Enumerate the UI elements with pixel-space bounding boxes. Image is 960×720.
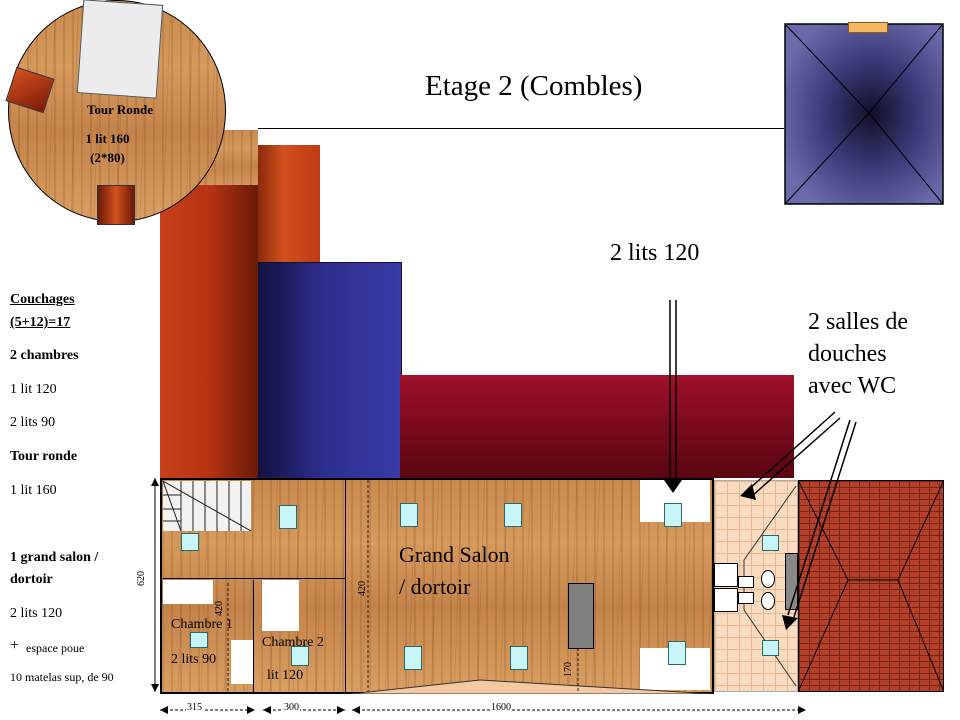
shower-2 xyxy=(714,588,738,612)
callout-bathrooms-line3: avec WC xyxy=(808,373,897,399)
legend-salon-title-1: 1 grand salon / xyxy=(10,550,99,565)
bottom-balcony xyxy=(350,678,714,694)
legend-tower-title: Tour ronde xyxy=(10,449,78,464)
dim-420-ch1: 420 xyxy=(214,601,225,616)
roof-orange-tall xyxy=(258,145,320,265)
bed-chambre2 xyxy=(262,580,299,631)
tower-label: Tour Ronde xyxy=(86,102,154,117)
legend-salon-title-2: dortoir xyxy=(10,572,53,587)
skylight-1 xyxy=(279,505,297,529)
legend-rooms-bed2: 2 lits 90 xyxy=(10,415,56,430)
skylight-2 xyxy=(400,503,418,527)
legend-rooms-title: 2 chambres xyxy=(10,348,79,363)
skylight-5 xyxy=(181,533,199,551)
label-grand-salon-2: / dortoir xyxy=(399,574,471,599)
toilet-2 xyxy=(761,592,775,610)
legend-mattress-note: 10 matelas sup, de 90 xyxy=(10,670,114,684)
legend-extra-plus: + xyxy=(10,637,20,654)
skylight-6 xyxy=(190,632,208,648)
toilet-1 xyxy=(761,570,775,588)
legend-extra-text: espace poue xyxy=(26,641,85,655)
callout-beds-120: 2 lits 120 xyxy=(610,240,700,266)
brick-roof xyxy=(798,480,944,692)
legend-heading-1: Couchages xyxy=(10,292,75,307)
legend-heading-2: (5+12)=17 xyxy=(10,315,71,330)
wall-chambre-divider xyxy=(253,580,254,692)
brick-roof-lines xyxy=(798,480,944,692)
pyramid-chimney xyxy=(848,22,888,33)
roof-red-block xyxy=(400,375,794,478)
legend-rooms-bed1: 1 lit 120 xyxy=(10,382,57,397)
skylight-4 xyxy=(664,503,682,527)
skylight-8 xyxy=(404,646,422,670)
bed-chambre1-b xyxy=(231,640,253,684)
dim-315: 315 xyxy=(186,702,203,713)
skylight-3 xyxy=(504,503,522,527)
wall-salon-divider xyxy=(345,480,346,692)
roof-blue-block xyxy=(258,262,402,480)
pyramid-roof xyxy=(784,23,944,205)
dim-170: 170 xyxy=(563,662,574,677)
legend-salon-beds: 2 lits 120 xyxy=(10,606,63,621)
label-chambre1: Chambre 1 xyxy=(171,617,233,632)
callout-bathrooms-line1: 2 salles de xyxy=(808,309,908,335)
label-grand-salon-1: Grand Salon xyxy=(399,542,510,567)
sink-1 xyxy=(738,576,754,588)
callout-bathrooms-line2: douches xyxy=(808,341,887,367)
skylight-10 xyxy=(668,641,686,665)
bed-chambre1-a xyxy=(163,580,213,604)
tower-bed-line2: (2*80) xyxy=(90,150,125,165)
dim-300: 300 xyxy=(283,702,300,713)
label-chambre2-beds: lit 120 xyxy=(267,668,304,683)
dim-420-salon: 420 xyxy=(357,581,368,596)
dim-620: 620 xyxy=(136,571,147,586)
bath-skylight-2 xyxy=(762,640,779,656)
title-rule xyxy=(258,128,784,129)
bath-skylight-1 xyxy=(762,535,779,551)
grey-furniture xyxy=(568,583,594,649)
tower-bed-line1: 1 lit 160 xyxy=(85,131,130,146)
sink-2 xyxy=(738,592,754,604)
tower-window-bottom xyxy=(97,185,135,225)
legend-tower-bed: 1 lit 160 xyxy=(10,483,57,498)
label-chambre1-beds: 2 lits 90 xyxy=(171,652,217,667)
roof-orange-block xyxy=(160,185,258,478)
wall-chambre-top xyxy=(163,578,345,579)
staircase xyxy=(163,481,251,531)
shower-1 xyxy=(714,563,738,587)
skylight-9 xyxy=(510,646,528,670)
page-title: Etage 2 (Combles) xyxy=(425,70,643,102)
skylight-7 xyxy=(291,646,309,666)
dim-1600: 1600 xyxy=(490,702,512,713)
label-chambre2: Chambre 2 xyxy=(262,635,324,650)
